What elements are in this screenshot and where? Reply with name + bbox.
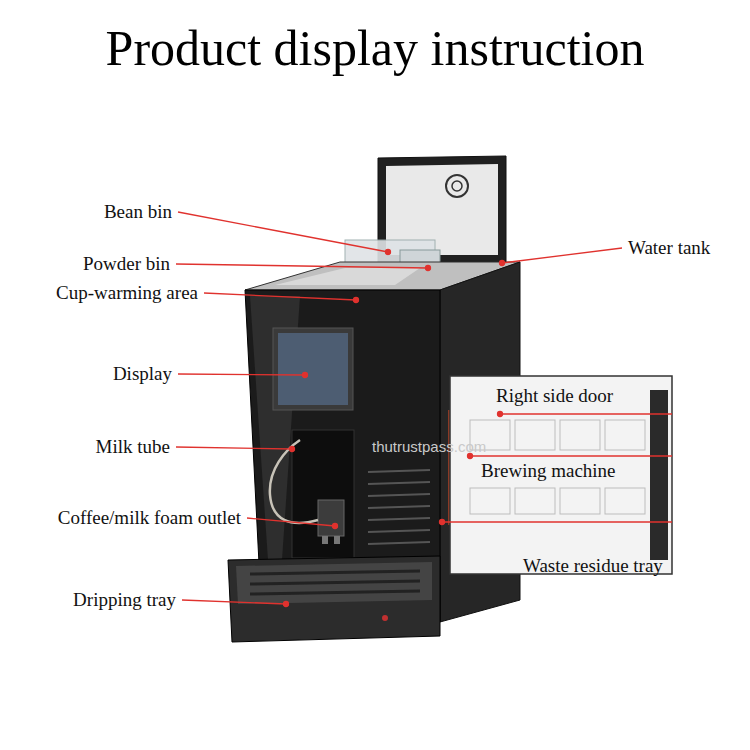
part-label: Milk tube xyxy=(96,437,170,458)
part-label: Water tank xyxy=(628,238,710,259)
spout xyxy=(318,500,344,536)
part-label: Waste residue tray xyxy=(523,556,663,577)
spout-recess xyxy=(292,430,354,558)
spout-nozzle xyxy=(334,536,340,544)
lid-logo xyxy=(452,181,462,191)
drip-grate-slots xyxy=(250,571,420,594)
title: Product display instruction xyxy=(106,21,645,76)
cup-warming-plate xyxy=(275,268,420,285)
side-door xyxy=(450,376,672,574)
part-label: Coffee/milk foam outlet xyxy=(58,508,241,529)
part-label: Right side door xyxy=(496,386,613,407)
display-frame xyxy=(273,328,353,410)
part-label: Powder bin xyxy=(83,254,170,275)
vent-grille xyxy=(368,470,430,544)
indicator xyxy=(382,615,388,621)
door-hinge-edge xyxy=(650,390,668,560)
front-face xyxy=(245,290,440,622)
leader-lines xyxy=(176,212,672,607)
part-label: Cup-warming area xyxy=(56,283,198,304)
watermark: thutrustpass.com xyxy=(372,439,486,456)
spout-nozzle xyxy=(322,536,328,544)
drip-grate xyxy=(236,562,432,604)
part-label: Display xyxy=(113,364,172,385)
part-label: Bean bin xyxy=(104,202,172,223)
door-tiles xyxy=(470,420,645,514)
milk-tube-shape xyxy=(270,440,318,523)
display-screen xyxy=(278,333,348,405)
part-label: Dripping tray xyxy=(73,590,176,611)
drip-tray xyxy=(228,556,440,642)
lid-logo xyxy=(446,175,468,197)
part-label: Brewing machine xyxy=(481,461,616,482)
